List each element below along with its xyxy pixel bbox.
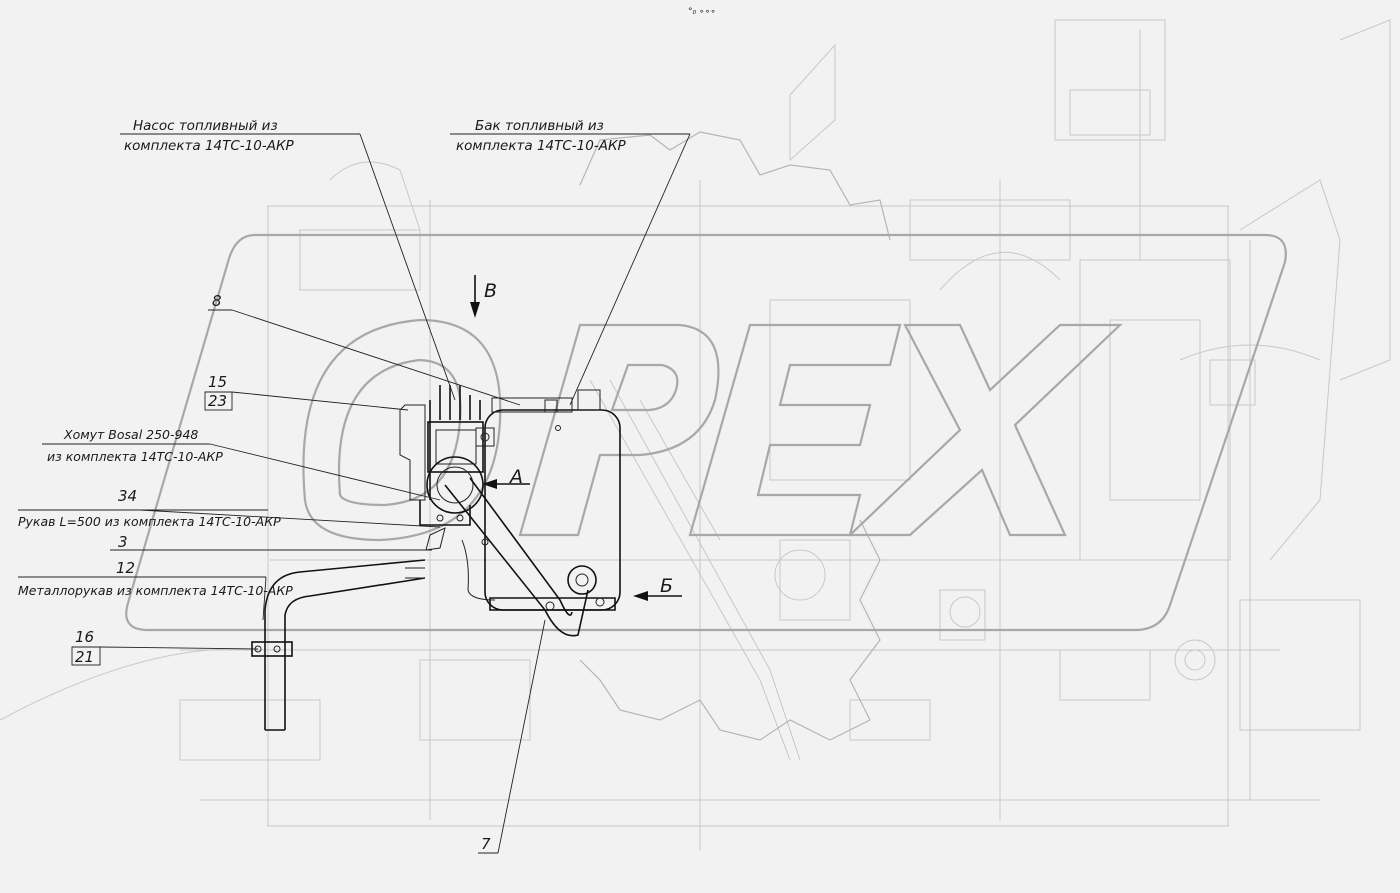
top-mark: °₀ ∘∘∘ <box>688 7 716 17</box>
text-labels: Насос топливный из комплекта 14ТС-10-АКР… <box>18 7 716 853</box>
metal-hose-label: Металлорукав из комплекта 14ТС-10-АКР <box>18 583 293 598</box>
callout-34: 34 <box>118 487 137 505</box>
callout-8: 8 <box>212 292 222 310</box>
clamp-label-line2: из комплекта 14ТС-10-АКР <box>47 449 223 464</box>
callout-15: 15 <box>208 373 227 391</box>
callout-16: 16 <box>75 628 94 646</box>
callout-12: 12 <box>116 559 135 577</box>
view-label-a: А <box>508 466 523 488</box>
tank-label-line1: Бак топливный из <box>475 118 604 134</box>
background-gear <box>579 131 891 741</box>
callout-21: 21 <box>75 648 94 666</box>
pump-label-line2: комплекта 14ТС-10-АКР <box>124 138 295 154</box>
fuel-tank-assembly <box>251 385 621 731</box>
pump-label-line1: Насос топливный из <box>133 118 278 134</box>
hose-label: Рукав L=500 из комплекта 14ТС-10-АКР <box>18 514 281 529</box>
view-label-b: Б <box>660 575 673 597</box>
leader-lines <box>18 133 691 854</box>
view-arrows <box>470 275 682 601</box>
opex-watermark <box>125 233 1287 632</box>
background-machinery <box>0 19 1391 850</box>
callout-23: 23 <box>208 392 227 410</box>
callout-7: 7 <box>481 835 491 853</box>
clamp-label-line1: Хомут Bosal 250-948 <box>63 427 198 442</box>
callout-3: 3 <box>118 533 128 551</box>
view-label-v: В <box>484 280 497 302</box>
tank-label-line2: комплекта 14ТС-10-АКР <box>456 138 627 154</box>
